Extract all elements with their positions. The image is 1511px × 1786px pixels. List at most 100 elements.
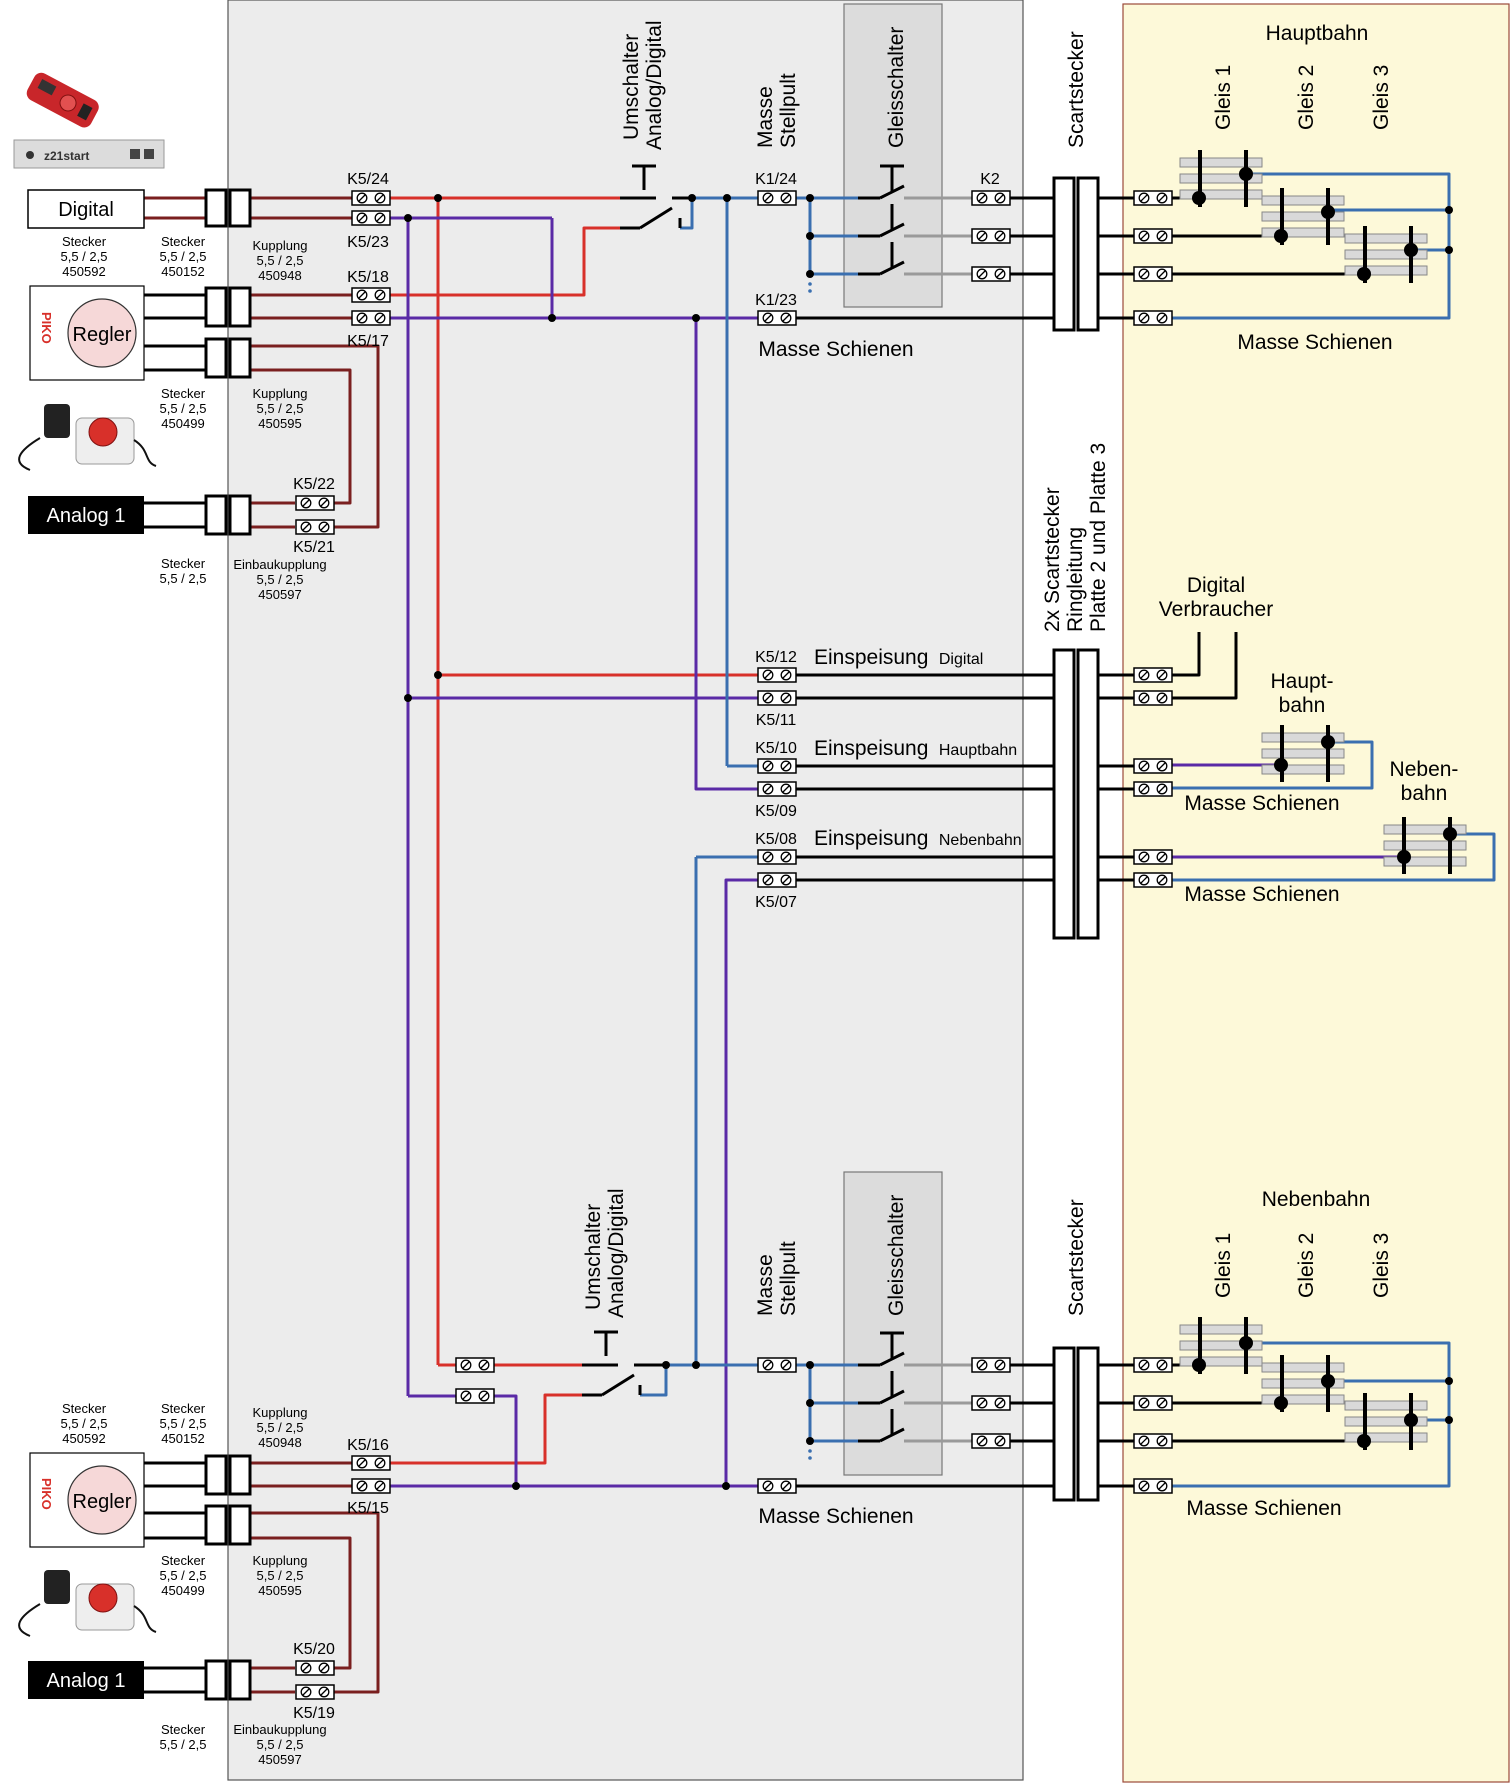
digital-label: Digital [58,199,114,221]
dc-couplings [204,188,252,1701]
terminal-label: K5/17 [347,333,389,350]
gleis-2-label: Gleis 2 [1295,1233,1318,1298]
terminal-label: K5/11 [756,712,797,729]
z21-handset-icon [26,72,99,128]
scart-ring-line2: Ringleitung [1064,527,1087,632]
umschalter-switch-bottom[interactable] [582,1330,666,1397]
terminal-label: K5/12 [755,649,797,666]
regler-label: Regler [73,1491,132,1513]
terminal-label: K5/07 [755,894,797,911]
caption: Stecker [62,1401,107,1416]
terminal-label: K5/09 [755,803,797,820]
umschalter-label-line1: Umschalter [620,34,643,140]
umschalter-switch-top[interactable] [620,164,692,230]
analog-box-top: Analog 1 [28,496,144,534]
caption: Kupplung [253,1405,308,1420]
einspeisung-nebenbahn: Einspeisung Nebenbahn [814,827,1022,850]
masse-schienen-label: Masse Schienen [1186,1497,1341,1520]
masse-schienen-label: Masse Schienen [1237,331,1392,354]
regler-box-bottom: Regler PIKO [29,1452,145,1548]
analog-label-bottom: Analog 1 [47,1670,126,1692]
umschalter-label-line2: Analog/Digital [643,20,666,150]
terminal-label: K5/10 [755,740,797,757]
caption: 450948 [258,268,301,283]
caption: Stecker [161,1553,206,1568]
caption: 5,5 / 2,5 [257,253,304,268]
terminal-label: K1/24 [755,171,797,188]
scartstecker-label: Scartstecker [1065,31,1088,148]
gleis-2-label: Gleis 2 [1295,65,1318,130]
caption: 450499 [161,1583,204,1598]
digital-verbraucher-line2: Verbraucher [1159,598,1273,621]
gleis-1-label: Gleis 1 [1212,65,1235,130]
regler-box-top: Regler PIKO [29,285,145,381]
analog-label-top: Analog 1 [47,505,126,527]
caption: 450592 [62,1431,105,1446]
caption: 450595 [258,416,301,431]
wires [144,172,1496,1694]
masse-schienen-label: Masse Schienen [758,338,913,361]
terminal-label: K5/20 [293,1641,335,1658]
scartstecker-label: Scartstecker [1065,1199,1088,1316]
caption: 450597 [258,587,301,602]
caption: 450152 [161,264,204,279]
caption: 5,5 / 2,5 [61,1416,108,1431]
masse-stellpult-line2: Stellpult [777,1241,800,1316]
caption: Kupplung [253,238,308,253]
gleis-3-label: Gleis 3 [1370,65,1393,130]
terminal-label: K5/23 [347,234,389,251]
caption: 450595 [258,1583,301,1598]
gleis-1-label: Gleis 1 [1212,1233,1235,1298]
masse-schienen-label: Masse Schienen [758,1505,913,1528]
umschalter-label-line2: Analog/Digital [605,1188,628,1318]
masse-schienen-label: Masse Schienen [1184,883,1339,906]
caption: 5,5 / 2,5 [160,571,207,586]
rotated-headings: Umschalter Analog/Digital Masse Stellpul… [582,20,1393,1318]
caption: Einbaukupplung [233,1722,326,1737]
piko-logo: PIKO [39,1478,54,1510]
scart-connector-top [1052,176,1100,332]
ellipsis-marks [808,282,812,1460]
caption: Kupplung [253,1553,308,1568]
caption: 450152 [161,1431,204,1446]
gleisschalter-switches-bottom[interactable] [858,1331,905,1443]
gleisschalter-switches-top[interactable] [858,164,905,276]
hauptbahn-title: Hauptbahn [1266,22,1369,45]
caption: 5,5 / 2,5 [257,572,304,587]
masse-schienen-label: Masse Schienen [1184,792,1339,815]
nebenbahn-title: Nebenbahn [1262,1188,1371,1211]
hauptbahn-split-line2: bahn [1279,694,1326,717]
terminal-label: K1/23 [755,292,797,309]
scart-connector-bottom [1052,1346,1100,1502]
z21-base-station: z21start [13,139,165,169]
caption: 5,5 / 2,5 [61,249,108,264]
einspeisung-labels: Einspeisung Digital Einspeisung Hauptbah… [814,646,1022,850]
caption: Kupplung [253,386,308,401]
terminal-label: K5/08 [755,831,797,848]
scart-ring-line1: 2x Scartstecker [1041,487,1064,632]
terminal-label: K5/18 [347,269,389,286]
caption: Einbaukupplung [233,557,326,572]
digital-verbraucher-line1: Digital [1187,574,1245,597]
power-supply-icon-top [18,404,157,471]
masse-stellpult-line1: Masse [754,1254,777,1316]
einspeisung-digital: Einspeisung Digital [814,646,983,669]
analog-box-bottom: Analog 1 [28,1661,144,1699]
caption: 5,5 / 2,5 [257,1568,304,1583]
caption: 5,5 / 2,5 [160,1416,207,1431]
gleis-3-label: Gleis 3 [1370,1233,1393,1298]
nebenbahn-split-line2: bahn [1401,782,1448,805]
masse-stellpult-line1: Masse [754,86,777,148]
caption: 5,5 / 2,5 [257,1737,304,1752]
caption: 5,5 / 2,5 [257,1420,304,1435]
caption: Stecker [161,386,206,401]
caption: 450948 [258,1435,301,1450]
gleisschalter-label: Gleisschalter [885,1195,908,1316]
junction-dots [404,194,1453,1490]
gleisschalter-label: Gleisschalter [885,27,908,148]
caption: Stecker [161,1722,206,1737]
terminal-label: K2 [980,171,1000,188]
hauptbahn-split-line1: Haupt- [1270,670,1333,693]
power-supply-icon-bottom [18,1570,157,1637]
